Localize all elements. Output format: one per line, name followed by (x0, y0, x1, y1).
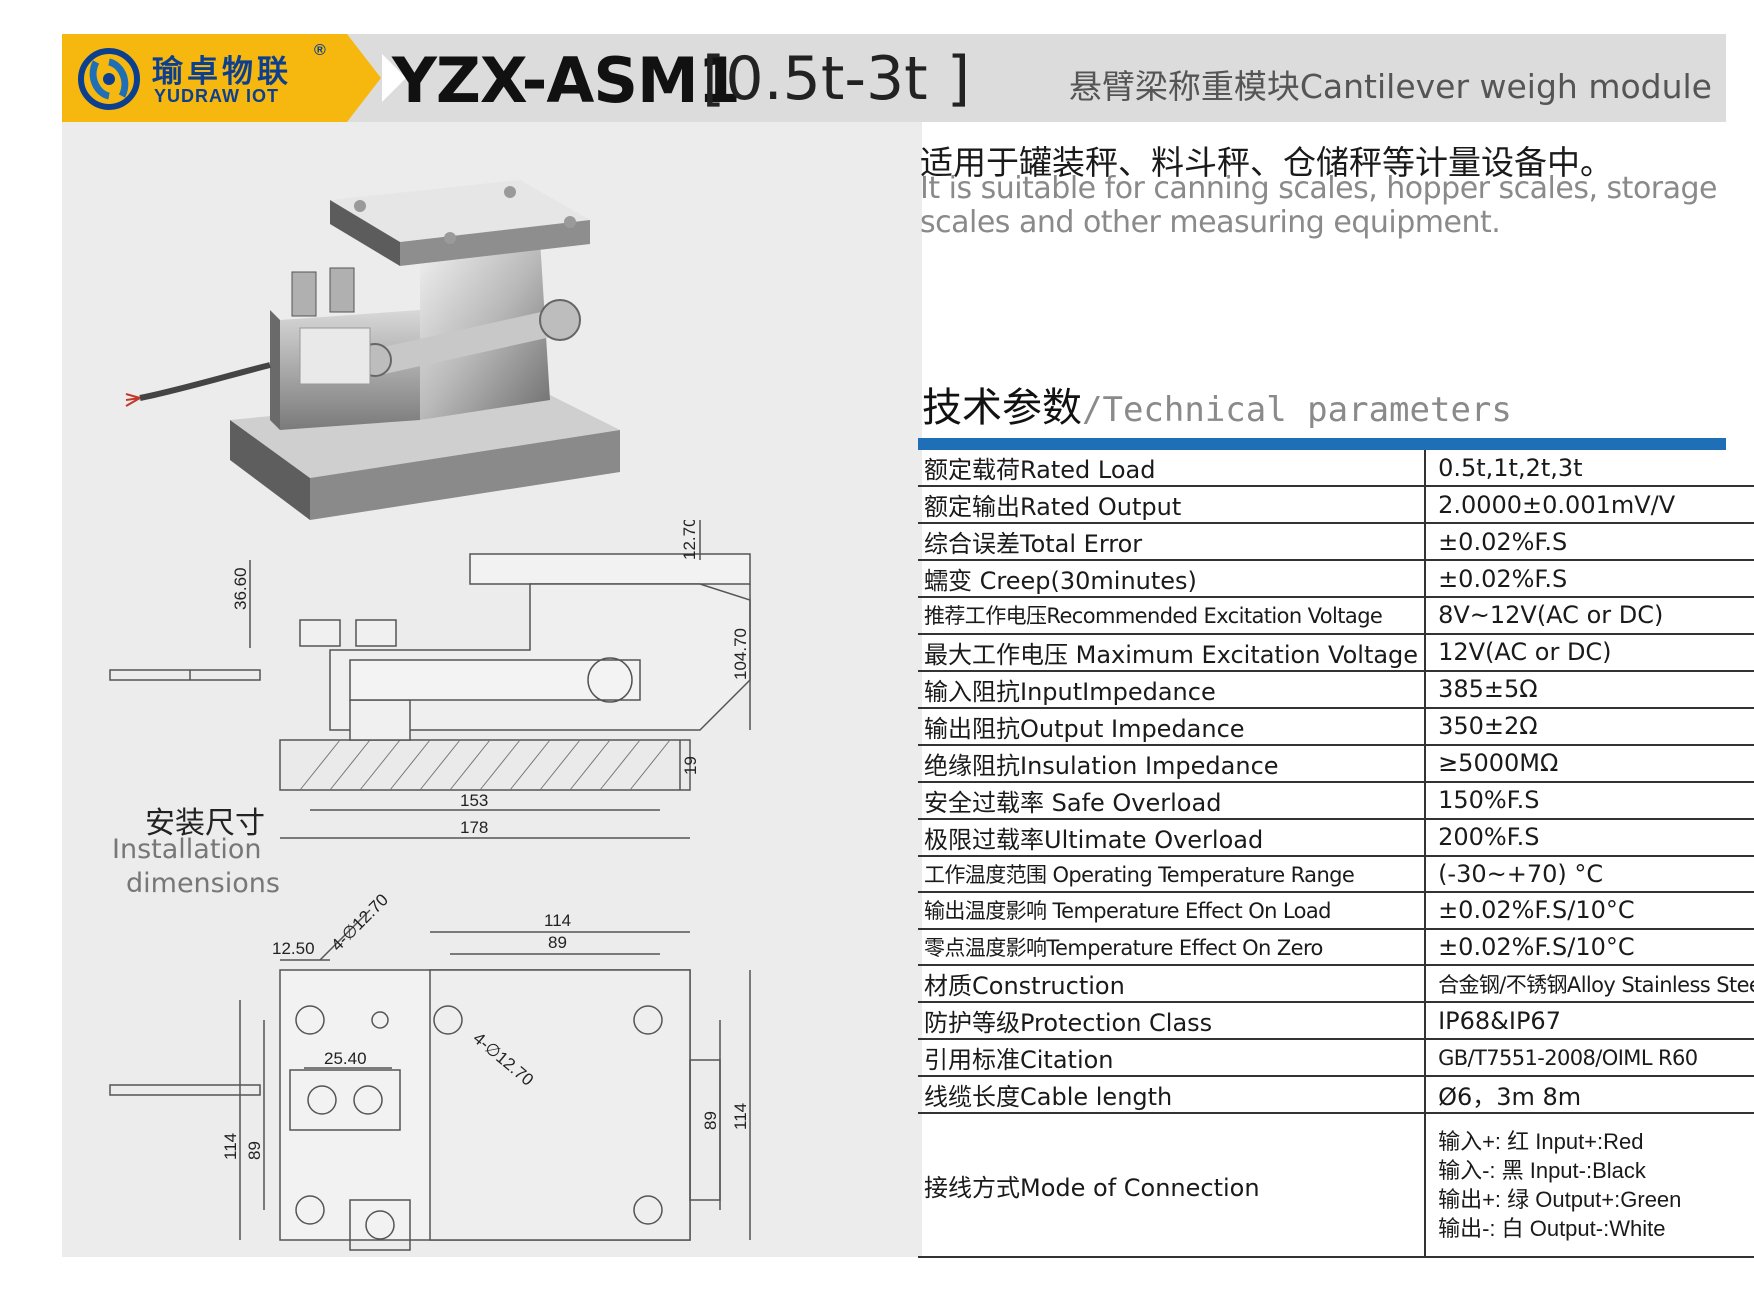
installation-drawing: 36.60 12.70 104.70 19 153 178 12.50 4-∅1… (109, 520, 751, 1251)
spec-key: 绝缘阻抗Insulation Impedance (918, 744, 1427, 783)
connection-row: 接线方式Mode of Connection 输入+: 红 Input+:Red… (918, 1113, 1754, 1258)
spec-value: ≥5000MΩ (1425, 744, 1754, 783)
spec-key: 极限过载率Ultimate Overload (918, 818, 1427, 857)
wire-input-negative: 输入-: 黑 Input-:Black (1438, 1158, 1646, 1183)
dim-side-36-60: 36.60 (231, 567, 250, 610)
dim-side-153: 153 (460, 791, 488, 810)
spec-key: 额定载荷Rated Load (918, 450, 1427, 487)
header-arrow-shape (347, 34, 381, 122)
wire-input-positive: 输入+: 红 Input+:Red (1438, 1129, 1644, 1154)
dim-top-25-40: 25.40 (324, 1049, 367, 1068)
header-bar: 瑜卓物联 ® YUDRAW IOT YZX-ASM1 [0.5t-3t ] 悬臂… (62, 34, 1726, 122)
dim-top-right-114: 114 (731, 1103, 750, 1130)
dim-top-left-114: 114 (221, 1133, 240, 1160)
spec-key: 综合误差Total Error (918, 523, 1427, 561)
brand-name-en: YUDRAW IOT (154, 86, 279, 106)
spec-value: 0.5t,1t,2t,3t (1425, 450, 1754, 487)
table-row: 蠕变 Creep(30minutes)±0.02%F.S (918, 560, 1754, 598)
spec-key: 推荐工作电压Recommended Excitation Voltage (918, 597, 1427, 635)
connection-value: 输入+: 红 Input+:Red 输入-: 黑 Input-:Black 输出… (1425, 1113, 1754, 1258)
spec-value: 12V(AC or DC) (1425, 633, 1754, 672)
dim-side-178: 178 (460, 818, 488, 837)
spec-key: 引用标准Citation (918, 1039, 1427, 1077)
dim-side-12-70: 12.70 (680, 520, 699, 560)
wire-output-positive: 输出+: 绿 Output+:Green (1438, 1187, 1682, 1212)
installation-title-en-line1: Installation (112, 834, 262, 865)
dim-top-114: 114 (544, 911, 571, 930)
spec-value: 8V~12V(AC or DC) (1425, 597, 1754, 635)
wire-output-negative: 输出-: 白 Output-:White (1438, 1216, 1666, 1241)
spec-key: 最大工作电压 Maximum Excitation Voltage (918, 633, 1427, 672)
spec-value: 150%F.S (1425, 781, 1754, 820)
brand-registered-mark: ® (314, 42, 326, 59)
spec-value: 385±5Ω (1425, 670, 1754, 709)
spec-value: ±0.02%F.S/10°C (1425, 928, 1754, 966)
spec-key: 材质Construction (918, 965, 1427, 1003)
spec-value: (-30~+70) °C (1425, 855, 1754, 893)
spec-key: 工作温度范围 Operating Temperature Range (918, 855, 1427, 893)
table-row: 工作温度范围 Operating Temperature Range(-30~+… (918, 855, 1754, 893)
spec-value: ±0.02%F.S (1425, 560, 1754, 598)
spec-value: ±0.02%F.S/10°C (1425, 892, 1754, 930)
spec-key: 输出阻抗Output Impedance (918, 707, 1427, 746)
table-row: 综合误差Total Error±0.02%F.S (918, 523, 1754, 561)
dim-side-104-70: 104.70 (731, 628, 750, 680)
dim-side-19: 19 (681, 756, 700, 775)
spec-value: 2.0000±0.001mV/V (1425, 486, 1754, 524)
description-cn: 适用于罐装秤、料斗秤、仓储秤等计量设备中。 (920, 143, 1613, 182)
table-header-bar (918, 438, 1726, 450)
play-arrow-icon (382, 54, 406, 102)
brand-name-cn: 瑜卓物联 (152, 54, 292, 90)
spec-value: GB/T7551-2008/OIML R60 (1425, 1039, 1754, 1077)
product-subtitle: 悬臂梁称重模块Cantilever weigh module (1068, 67, 1712, 106)
tech-params-title: 技术参数/Technical parameters (922, 375, 1512, 433)
brand-logo: 瑜卓物联 ® YUDRAW IOT (62, 34, 347, 122)
spec-value: 200%F.S (1425, 818, 1754, 857)
spec-value: Ø6，3m 8m (1425, 1076, 1754, 1114)
spec-key: 防护等级Protection Class (918, 1002, 1427, 1040)
table-row: 输出温度影响 Temperature Effect On Load±0.02%F… (918, 892, 1754, 930)
installation-title-cn: 安装尺寸 (145, 806, 265, 841)
product-photo (125, 180, 620, 520)
spec-value: 合金钢/不锈钢Alloy Stainless Steel (1425, 965, 1754, 1003)
installation-title-en-line2: dimensions (126, 868, 280, 899)
spec-key: 零点温度影响Temperature Effect On Zero (918, 928, 1427, 966)
spec-key: 蠕变 Creep(30minutes) (918, 560, 1427, 598)
spec-key: 输出温度影响 Temperature Effect On Load (918, 892, 1427, 930)
spec-key: 线缆长度Cable length (918, 1076, 1427, 1114)
spec-key-connection: 接线方式Mode of Connection (918, 1113, 1427, 1258)
model-name: YZX-ASM1 (392, 44, 741, 117)
spec-key: 安全过载率 Safe Overload (918, 781, 1427, 820)
dim-top-left-89: 89 (245, 1141, 264, 1160)
spec-key: 额定输出Rated Output (918, 486, 1427, 524)
spec-value: ±0.02%F.S (1425, 523, 1754, 561)
brand-logo-icon (78, 48, 140, 110)
dim-top-12-50: 12.50 (272, 939, 315, 958)
table-row: 绝缘阻抗Insulation Impedance≥5000MΩ (918, 744, 1754, 783)
dim-top-89: 89 (548, 933, 567, 952)
spec-key: 输入阻抗InputImpedance (918, 670, 1427, 709)
dim-top-right-89: 89 (701, 1111, 720, 1130)
spec-value: IP68&IP67 (1425, 1002, 1754, 1040)
tech-params-title-cn: 技术参数 (922, 385, 1082, 431)
capacity-range: [0.5t-3t ] (702, 44, 971, 114)
dim-top-hole-label-1: 4-∅12.70 (327, 890, 392, 955)
spec-value: 350±2Ω (1425, 707, 1754, 746)
tech-params-title-en: /Technical parameters (1082, 390, 1512, 430)
description-en: It is suitable for canning scales, hoppe… (920, 171, 1718, 240)
table-row: 零点温度影响Temperature Effect On Zero±0.02%F.… (918, 928, 1754, 966)
